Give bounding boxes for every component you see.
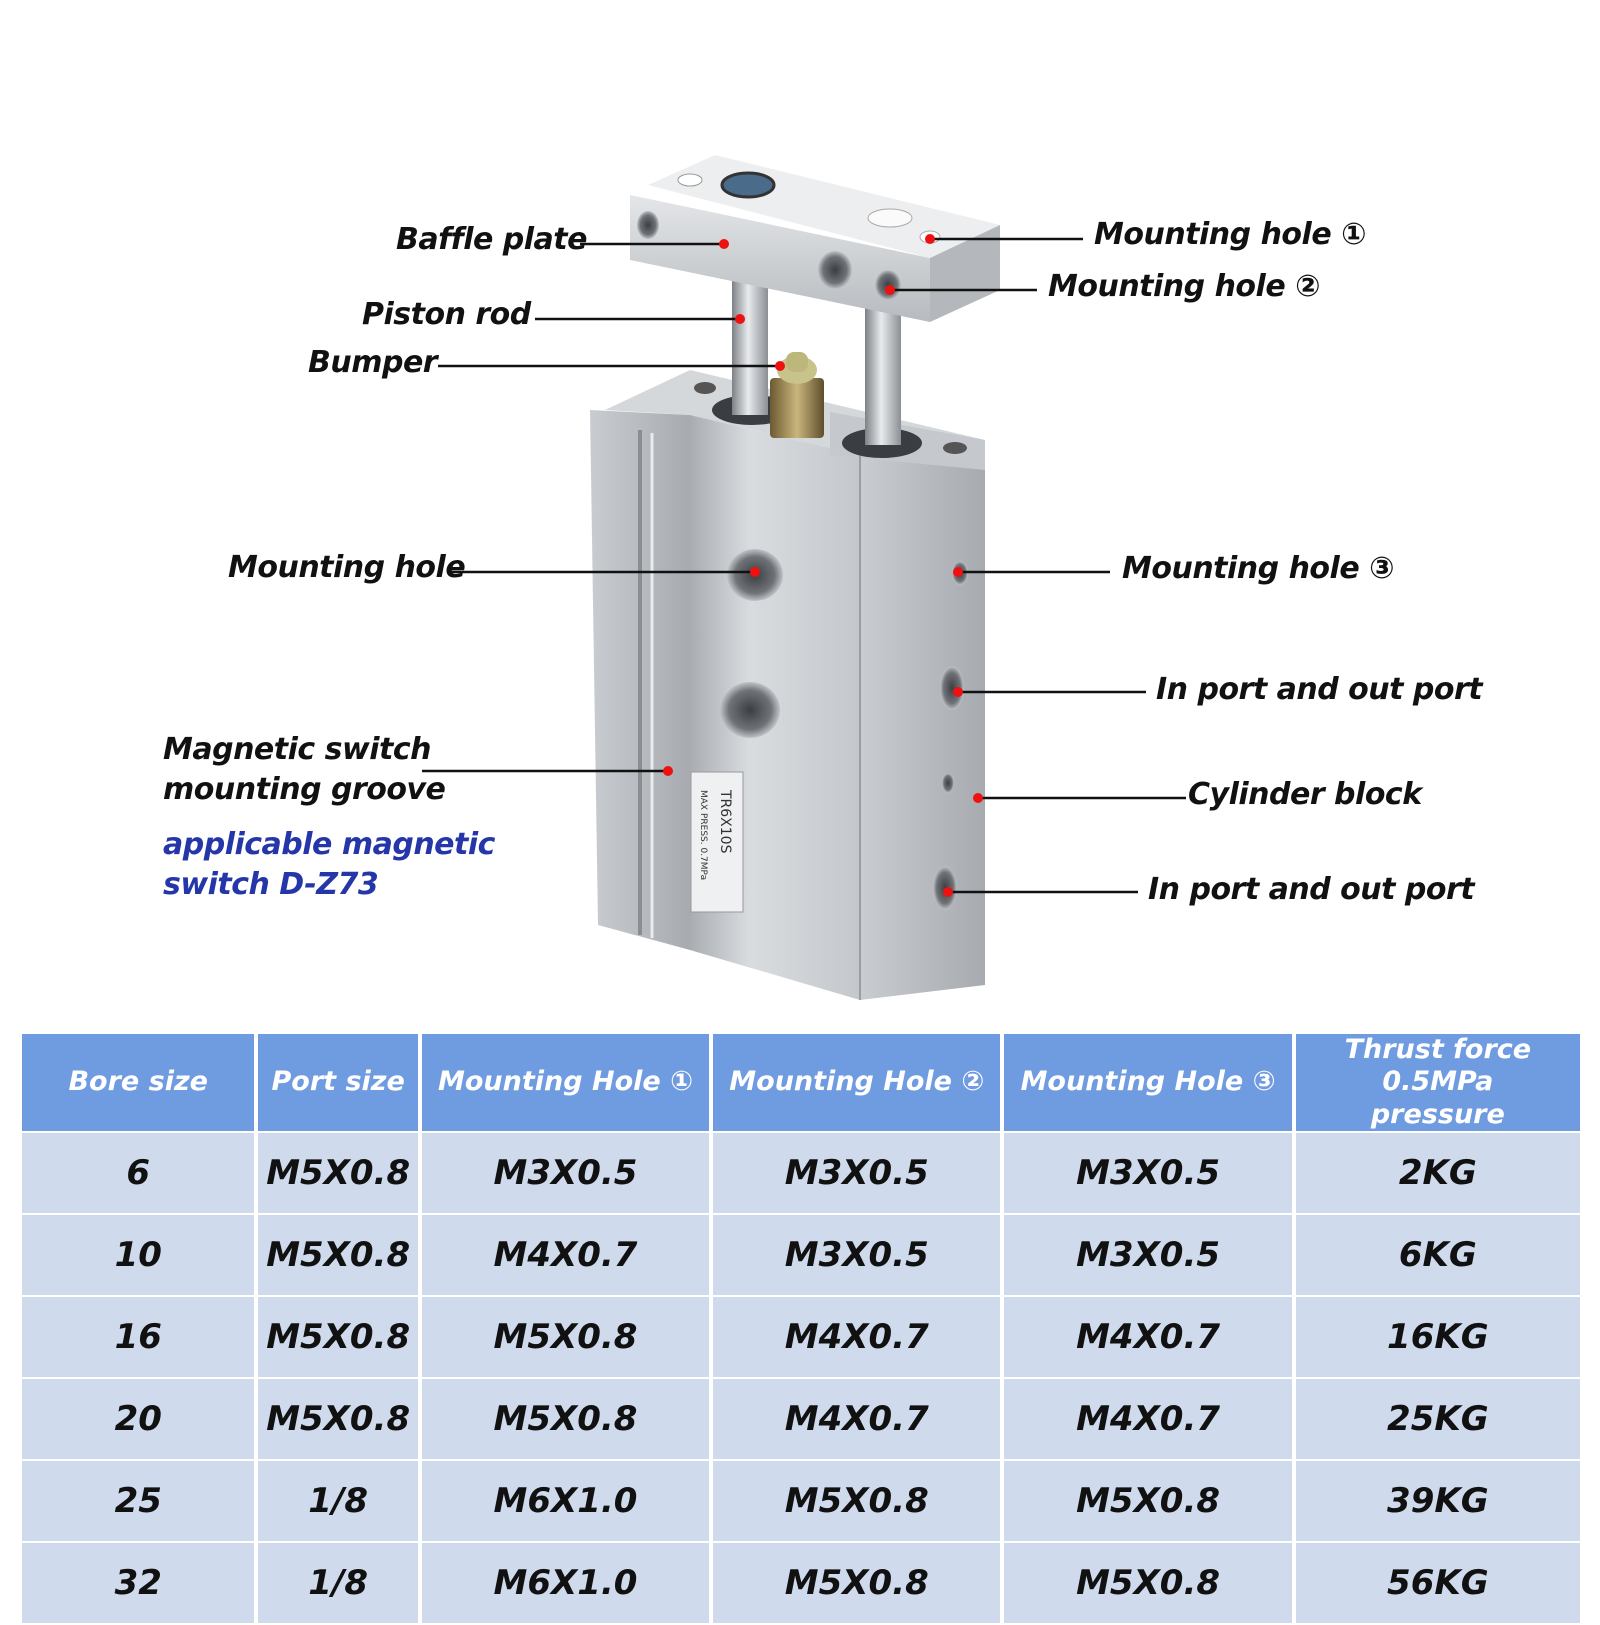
cell-thrust-force: 39KG — [1295, 1461, 1580, 1542]
label-mounting-hole-1: Mounting hole ① — [1094, 217, 1367, 252]
pressure-marking: MAX PRESS. 0.7MPa — [698, 790, 708, 880]
cell-mounting-hole-3: M4X0.7 — [1004, 1379, 1292, 1460]
label-mounting-hole-3: Mounting hole ③ — [1122, 551, 1395, 586]
cell-mounting-hole-3: M3X0.5 — [1004, 1133, 1292, 1214]
cell-bore-size: 6 — [22, 1133, 255, 1214]
cell-mounting-hole-1: M6X1.0 — [421, 1543, 710, 1624]
cell-mounting-hole-1: M4X0.7 — [421, 1215, 710, 1296]
label-switch-note-line2: switch D-Z73 — [163, 867, 379, 902]
header-mounting-hole-3: Mounting Hole ③ — [1004, 1034, 1292, 1132]
piston-rods — [732, 275, 901, 445]
cell-port-size: M5X0.8 — [258, 1215, 418, 1296]
cell-port-size: M5X0.8 — [258, 1133, 418, 1214]
label-mounting-hole: Mounting hole — [228, 550, 466, 585]
bumper — [770, 352, 824, 438]
cell-mounting-hole-2: M5X0.8 — [713, 1543, 1001, 1624]
label-mounting-hole-2: Mounting hole ② — [1048, 269, 1321, 304]
label-magnetic-groove-line1: Magnetic switch — [163, 732, 431, 767]
cell-thrust-force: 16KG — [1295, 1297, 1580, 1378]
cell-port-size: M5X0.8 — [258, 1379, 418, 1460]
baffle-plate — [630, 155, 1000, 322]
label-cylinder-block: Cylinder block — [1188, 777, 1422, 812]
cell-mounting-hole-2: M3X0.5 — [713, 1133, 1001, 1214]
front-hole-lower — [720, 682, 780, 738]
product-label: TR6X10S MAX PRESS. 0.7MPa — [690, 771, 744, 913]
cell-mounting-hole-2: M4X0.7 — [713, 1297, 1001, 1378]
cell-thrust-force: 56KG — [1295, 1543, 1580, 1624]
cell-bore-size: 20 — [22, 1379, 255, 1460]
cylinder-diagram: TR6X10S MAX PRESS. 0.7MPa — [163, 155, 1483, 1000]
label-switch-note-line1: applicable magnetic — [163, 827, 495, 862]
cell-bore-size: 32 — [22, 1543, 255, 1624]
cell-bore-size: 16 — [22, 1297, 255, 1378]
cell-mounting-hole-1: M6X1.0 — [421, 1461, 710, 1542]
cell-mounting-hole-2: M5X0.8 — [713, 1461, 1001, 1542]
cell-thrust-force: 25KG — [1295, 1379, 1580, 1460]
label-bumper: Bumper — [308, 345, 438, 380]
cell-bore-size: 25 — [22, 1461, 255, 1542]
header-bore-size: Bore size — [22, 1034, 255, 1132]
spec-table: Bore size Port size Mounting Hole ① Moun… — [18, 1032, 1584, 1625]
cell-mounting-hole-1: M5X0.8 — [421, 1379, 710, 1460]
cell-mounting-hole-1: M3X0.5 — [421, 1133, 710, 1214]
callout-dots — [663, 234, 983, 897]
side-port-upper — [940, 666, 964, 710]
cell-mounting-hole-3: M5X0.8 — [1004, 1461, 1292, 1542]
label-baffle-plate: Baffle plate — [396, 222, 587, 257]
cell-thrust-force: 2KG — [1295, 1133, 1580, 1214]
cell-thrust-force: 6KG — [1295, 1215, 1580, 1296]
cell-mounting-hole-1: M5X0.8 — [421, 1297, 710, 1378]
header-mounting-hole-2: Mounting Hole ② — [713, 1034, 1001, 1132]
cylinder-illustration: TR6X10S MAX PRESS. 0.7MPa — [422, 155, 1186, 1000]
cell-port-size: 1/8 — [258, 1461, 418, 1542]
cell-mounting-hole-2: M3X0.5 — [713, 1215, 1001, 1296]
leader-lines — [422, 237, 1186, 894]
header-thrust-force: Thrust force 0.5MPa pressure — [1295, 1034, 1580, 1132]
header-port-size: Port size — [258, 1034, 418, 1132]
cell-port-size: 1/8 — [258, 1543, 418, 1624]
cell-mounting-hole-2: M4X0.7 — [713, 1379, 1001, 1460]
header-mounting-hole-1: Mounting Hole ① — [421, 1034, 710, 1132]
table-header-row: Bore size Port size Mounting Hole ① Moun… — [22, 1034, 1580, 1132]
cell-mounting-hole-3: M5X0.8 — [1004, 1543, 1292, 1624]
label-magnetic-groove-line2: mounting groove — [163, 772, 446, 807]
cylinder-block: TR6X10S MAX PRESS. 0.7MPa — [590, 370, 985, 1000]
cell-mounting-hole-3: M3X0.5 — [1004, 1215, 1292, 1296]
label-piston-rod: Piston rod — [362, 297, 531, 332]
label-in-out-port-upper: In port and out port — [1156, 672, 1483, 707]
model-marking: TR6X10S — [717, 789, 733, 854]
side-small-hole — [942, 773, 954, 793]
cell-bore-size: 10 — [22, 1215, 255, 1296]
label-in-out-port-lower: In port and out port — [1148, 872, 1475, 907]
cell-port-size: M5X0.8 — [258, 1297, 418, 1378]
cell-mounting-hole-3: M4X0.7 — [1004, 1297, 1292, 1378]
